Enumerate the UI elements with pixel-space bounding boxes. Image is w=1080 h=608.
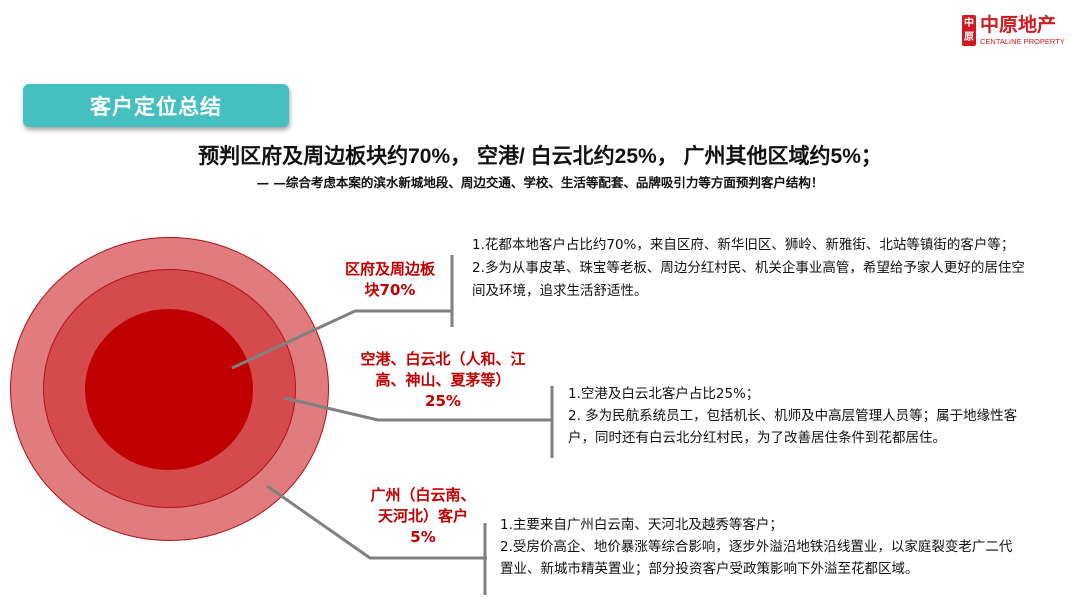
- segment-label-local: 区府及周边板 块70%: [330, 259, 450, 301]
- detail-item: 2.多为从事皮革、珠宝等老板、周边分红村民、机关企事业高管，希望给予家人更好的居…: [472, 260, 1025, 299]
- section-title: 客户定位总结: [23, 84, 289, 127]
- label-line: 空港、白云北（人和、江: [360, 350, 526, 368]
- page-subtitle: — —综合考虑本案的滨水新城地段、周边交通、学校、生活等配套、品牌吸引力等方面预…: [256, 175, 824, 190]
- detail-item: 1.空港及白云北客户占比25%；: [568, 386, 760, 402]
- label-line: 广州（白云南、: [370, 486, 476, 504]
- logo-seal-icon: 中 原: [962, 15, 976, 46]
- label-line: 块70%: [364, 281, 416, 299]
- label-line: 天河北）客户: [377, 507, 468, 525]
- segment-details-guangzhou: 1.主要来自广州白云南、天河北及越秀等客户； 2.受房价高企、地价暴涨等综合影响…: [500, 514, 1020, 580]
- detail-item: 1.主要来自广州白云南、天河北及越秀等客户；: [500, 517, 783, 533]
- label-line: 5%: [410, 528, 436, 546]
- logo-name-en: CENTALINE PROPERTY: [980, 37, 1065, 46]
- segment-details-local: 1.花都本地客户占比约70%，来自区府、新华旧区、狮岭、新雅街、北站等镇街的客户…: [472, 234, 1037, 303]
- logo-seal-char: 原: [964, 31, 974, 43]
- centaline-logo: 中 原 中原地产 CENTALINE PROPERTY: [962, 14, 1072, 48]
- label-line: 高、神山、夏茅等）: [375, 371, 511, 389]
- detail-item: 2. 多为民航系统员工，包括机长、机师及中高层管理人员等；属于地缘性客户，同时还…: [568, 408, 1018, 446]
- segment-label-airport: 空港、白云北（人和、江 高、神山、夏茅等） 25%: [338, 349, 548, 412]
- inner-circle: [85, 309, 253, 470]
- segment-details-airport: 1.空港及白云北客户占比25%； 2. 多为民航系统员工，包括机长、机师及中高层…: [568, 383, 1028, 449]
- logo-name-cn: 中原地产: [980, 14, 1057, 36]
- detail-item: 2.受房价高企、地价暴涨等综合影响，逐步外溢沿地铁沿线置业，以家庭裂变老广二代置…: [500, 539, 1013, 577]
- logo-seal-char: 中: [964, 17, 974, 29]
- label-line: 区府及周边板: [344, 260, 435, 278]
- page-title: 预判区府及周边板块约70%， 空港/ 白云北约25%， 广州其他区域约5%；: [198, 145, 882, 168]
- label-line: 25%: [425, 392, 461, 410]
- detail-item: 1.花都本地客户占比约70%，来自区府、新华旧区、狮岭、新雅街、北站等镇街的客户…: [472, 237, 1015, 253]
- segment-label-guangzhou: 广州（白云南、 天河北）客户 5%: [358, 485, 488, 548]
